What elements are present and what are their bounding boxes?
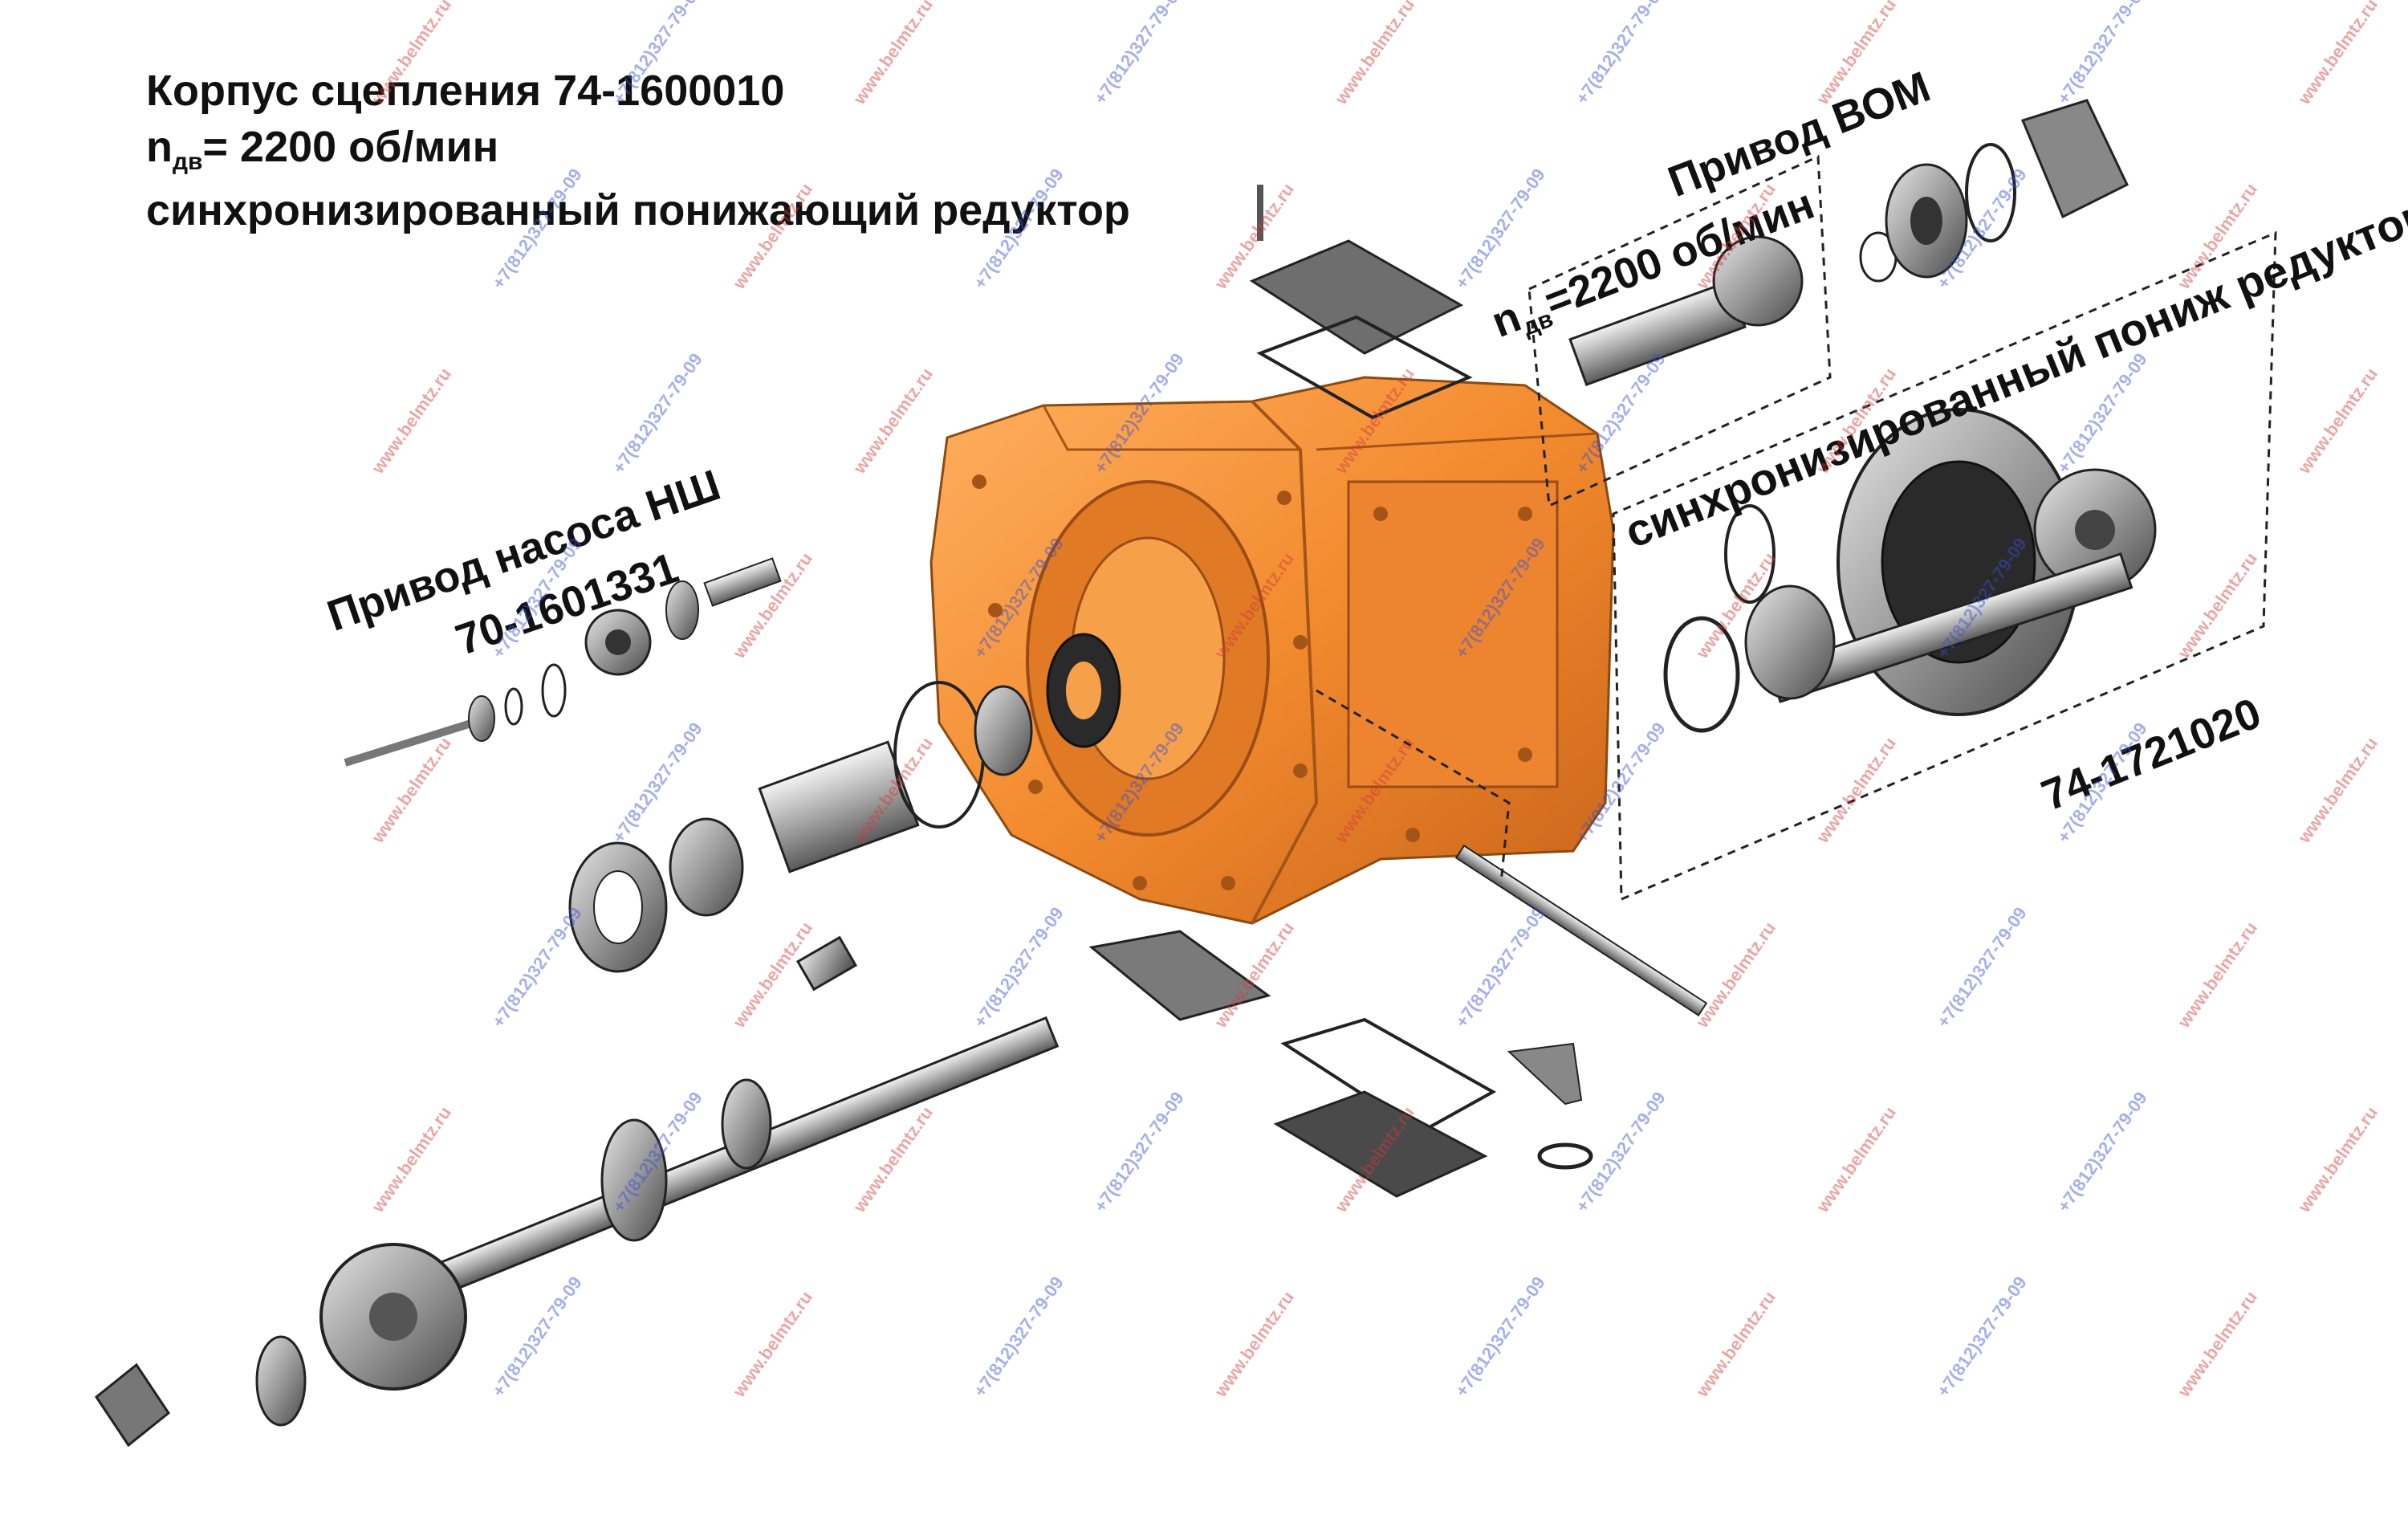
pto-drive-parts xyxy=(1568,99,2129,387)
pump-drive-parts xyxy=(344,557,782,767)
shift-rod xyxy=(1454,845,1708,1170)
main-shaft-assembly xyxy=(94,935,1060,1448)
assembly-outlines xyxy=(1316,154,2277,902)
title-line-1: Корпус сцепления 74-1600010 xyxy=(146,67,785,115)
release-bearing-parts xyxy=(568,633,1121,973)
lower-cover-plates xyxy=(1088,930,1497,1198)
title-line-3: синхронизированный понижающий редуктор xyxy=(146,186,1130,234)
top-cover-plate xyxy=(1249,185,1473,420)
title-line-2: nдв= 2200 об/мин xyxy=(146,123,499,175)
clutch-housing xyxy=(929,376,1615,925)
reducer-assembly xyxy=(1663,408,2157,733)
diagram-title-block: Корпус сцепления 74-1600010 nдв= 2200 об… xyxy=(146,63,1130,238)
